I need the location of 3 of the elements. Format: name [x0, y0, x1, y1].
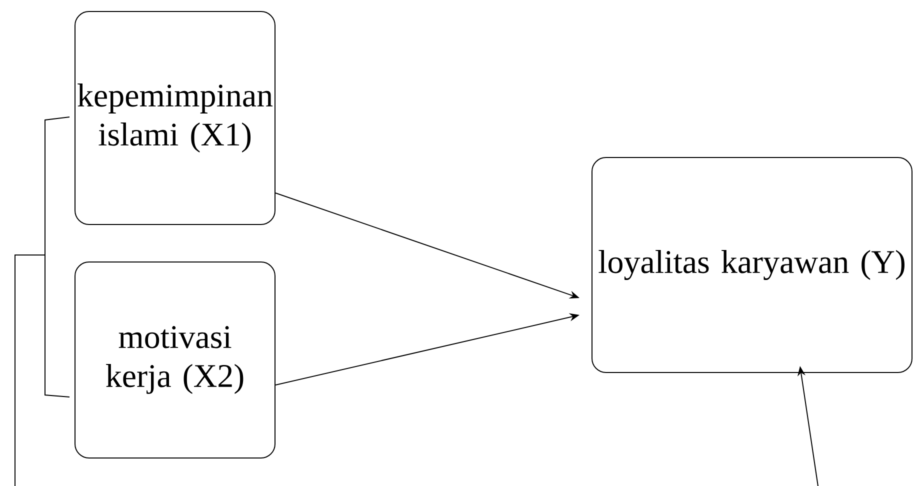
rounded-box: loyalitas karyawan (Y)	[592, 157, 912, 373]
rounded-box: kepemimpinan islami (X1)	[74, 11, 276, 225]
rounded-box: motivasi kerja (X2)	[74, 262, 276, 458]
